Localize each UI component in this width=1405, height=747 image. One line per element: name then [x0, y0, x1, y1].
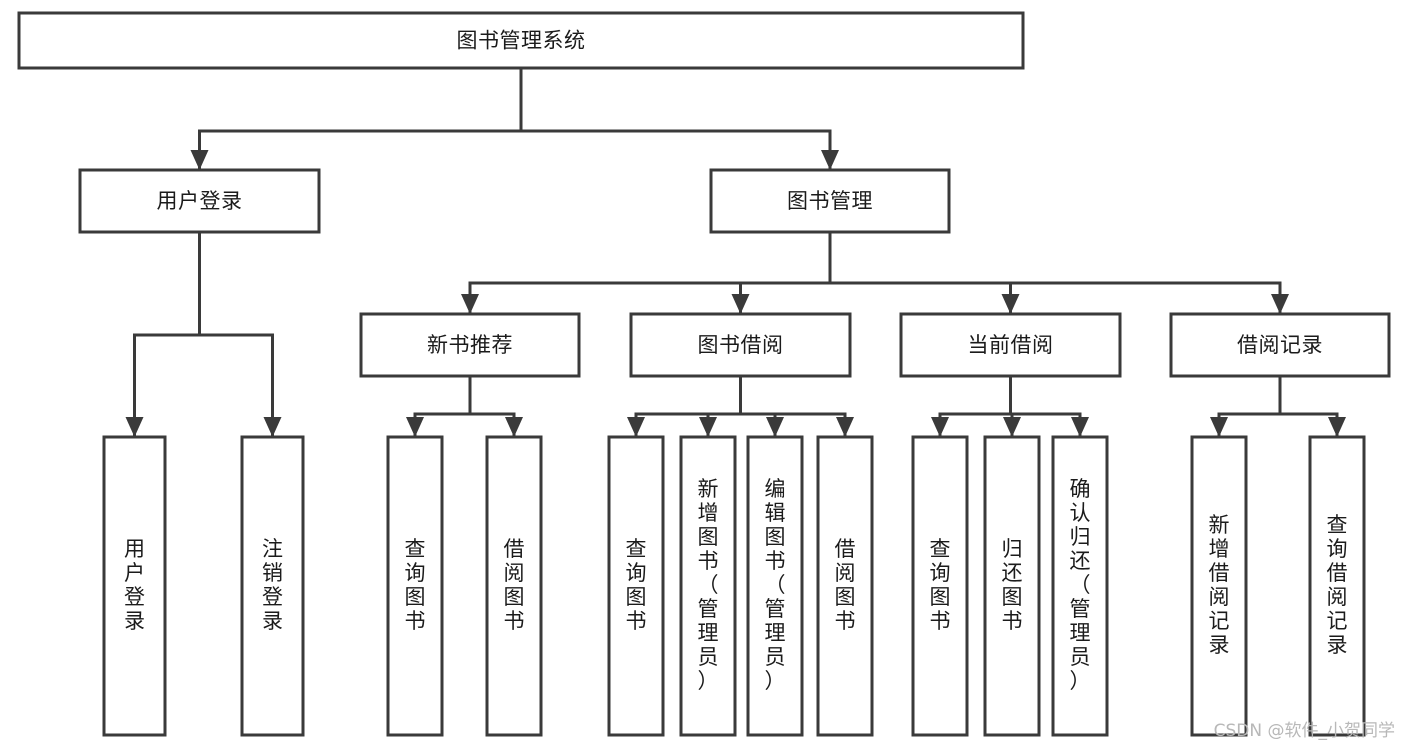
node-box-root	[17, 11, 1025, 70]
connector-group-user-login	[125, 230, 282, 438]
arrow-head-icon	[125, 417, 144, 437]
node-label-new-book-recommend: 新书推荐	[427, 333, 513, 357]
node-label-book-manage: 图书管理	[787, 189, 873, 213]
node-leaf-user-login[interactable]: 用户登录	[102, 435, 167, 737]
arrow-head-icon	[931, 417, 949, 437]
nodes-layer: 图书管理系统用户登录图书管理新书推荐图书借阅当前借阅借阅记录用户登录注销登录查询…	[17, 11, 1391, 737]
node-box-book-manage	[709, 168, 951, 234]
node-label-root: 图书管理系统	[457, 29, 586, 53]
node-leaf-borrow-book-1[interactable]: 借阅图书	[485, 435, 543, 737]
node-label-leaf-borrow-book-1: 借阅图书	[504, 537, 525, 633]
node-leaf-add-record[interactable]: 新增借阅记录	[1190, 435, 1248, 737]
connector-group-new-book-recommend	[406, 374, 523, 438]
node-box-book-borrow	[629, 312, 852, 378]
node-label-leaf-return-book: 归还图书	[1002, 537, 1023, 633]
node-label-book-borrow: 图书借阅	[698, 333, 784, 357]
connector-group-book-manage	[461, 230, 1289, 315]
node-leaf-return-book[interactable]: 归还图书	[983, 435, 1041, 737]
node-new-book-recommend[interactable]: 新书推荐	[359, 312, 581, 378]
arrow-head-icon	[731, 294, 750, 314]
arrow-head-icon	[461, 294, 479, 314]
connectors-layer	[125, 66, 1346, 438]
arrow-head-icon	[836, 417, 854, 437]
node-label-current-borrow: 当前借阅	[968, 333, 1054, 357]
node-label-borrow-record: 借阅记录	[1237, 333, 1323, 357]
node-label-leaf-logout: 注销登录	[262, 537, 283, 633]
node-label-leaf-confirm-return: 确认归还（管理员）	[1070, 477, 1091, 693]
node-box-leaf-user-login	[102, 435, 167, 737]
node-leaf-query-record[interactable]: 查询借阅记录	[1308, 435, 1366, 737]
arrow-head-icon	[821, 150, 839, 170]
arrow-head-icon	[1003, 417, 1021, 437]
node-current-borrow[interactable]: 当前借阅	[899, 312, 1122, 378]
node-leaf-borrow-book-2[interactable]: 借阅图书	[816, 435, 874, 737]
node-leaf-confirm-return[interactable]: 确认归还（管理员）	[1051, 435, 1109, 737]
arrow-head-icon	[1001, 294, 1020, 314]
node-label-leaf-add-record: 新增借阅记录	[1209, 513, 1230, 657]
node-box-new-book-recommend	[359, 312, 581, 378]
node-box-leaf-return-book	[983, 435, 1041, 737]
node-leaf-edit-book[interactable]: 编辑图书（管理员）	[746, 435, 804, 737]
node-label-leaf-query-book-3: 查询图书	[930, 537, 951, 633]
node-leaf-add-book[interactable]: 新增图书（管理员）	[679, 435, 737, 737]
node-leaf-query-book-1[interactable]: 查询图书	[386, 435, 444, 737]
node-leaf-query-book-2[interactable]: 查询图书	[607, 435, 665, 737]
connector-group-current-borrow	[931, 374, 1089, 438]
arrow-head-icon	[406, 417, 424, 437]
node-box-leaf-query-book-3	[911, 435, 969, 737]
node-book-manage[interactable]: 图书管理	[709, 168, 951, 234]
node-box-leaf-add-book	[679, 435, 737, 737]
node-box-leaf-add-record	[1190, 435, 1248, 737]
arrow-head-icon	[263, 417, 282, 437]
node-box-leaf-query-book-1	[386, 435, 444, 737]
arrow-head-icon	[699, 417, 717, 437]
node-user-login[interactable]: 用户登录	[78, 168, 321, 234]
node-label-leaf-query-book-1: 查询图书	[405, 537, 426, 633]
arrow-head-icon	[190, 150, 209, 170]
arrow-head-icon	[1071, 417, 1089, 437]
node-box-leaf-query-record	[1308, 435, 1366, 737]
node-box-leaf-edit-book	[746, 435, 804, 737]
node-borrow-record[interactable]: 借阅记录	[1169, 312, 1391, 378]
node-box-leaf-confirm-return	[1051, 435, 1109, 737]
connector-group-root	[190, 66, 839, 171]
node-box-leaf-logout	[240, 435, 305, 737]
node-label-leaf-query-book-2: 查询图书	[626, 537, 647, 633]
arrow-head-icon	[1328, 417, 1346, 437]
arrow-head-icon	[505, 417, 523, 437]
node-label-leaf-user-login: 用户登录	[124, 537, 145, 633]
arrow-head-icon	[627, 417, 645, 437]
node-leaf-logout[interactable]: 注销登录	[240, 435, 305, 737]
node-label-leaf-query-record: 查询借阅记录	[1327, 513, 1348, 657]
connector-group-book-borrow	[627, 374, 854, 438]
node-root[interactable]: 图书管理系统	[17, 11, 1025, 70]
node-box-leaf-borrow-book-1	[485, 435, 543, 737]
node-book-borrow[interactable]: 图书借阅	[629, 312, 852, 378]
node-label-leaf-borrow-book-2: 借阅图书	[835, 537, 856, 633]
node-box-borrow-record	[1169, 312, 1391, 378]
node-label-user-login: 用户登录	[157, 189, 243, 213]
node-label-leaf-add-book: 新增图书（管理员）	[698, 477, 719, 693]
connector-group-borrow-record	[1210, 374, 1346, 438]
node-box-current-borrow	[899, 312, 1122, 378]
node-label-leaf-edit-book: 编辑图书（管理员）	[765, 477, 786, 693]
arrow-head-icon	[1271, 294, 1289, 314]
arrow-head-icon	[1210, 417, 1228, 437]
arrow-head-icon	[766, 417, 784, 437]
node-box-leaf-borrow-book-2	[816, 435, 874, 737]
node-box-leaf-query-book-2	[607, 435, 665, 737]
node-box-user-login	[78, 168, 321, 234]
node-leaf-query-book-3[interactable]: 查询图书	[911, 435, 969, 737]
